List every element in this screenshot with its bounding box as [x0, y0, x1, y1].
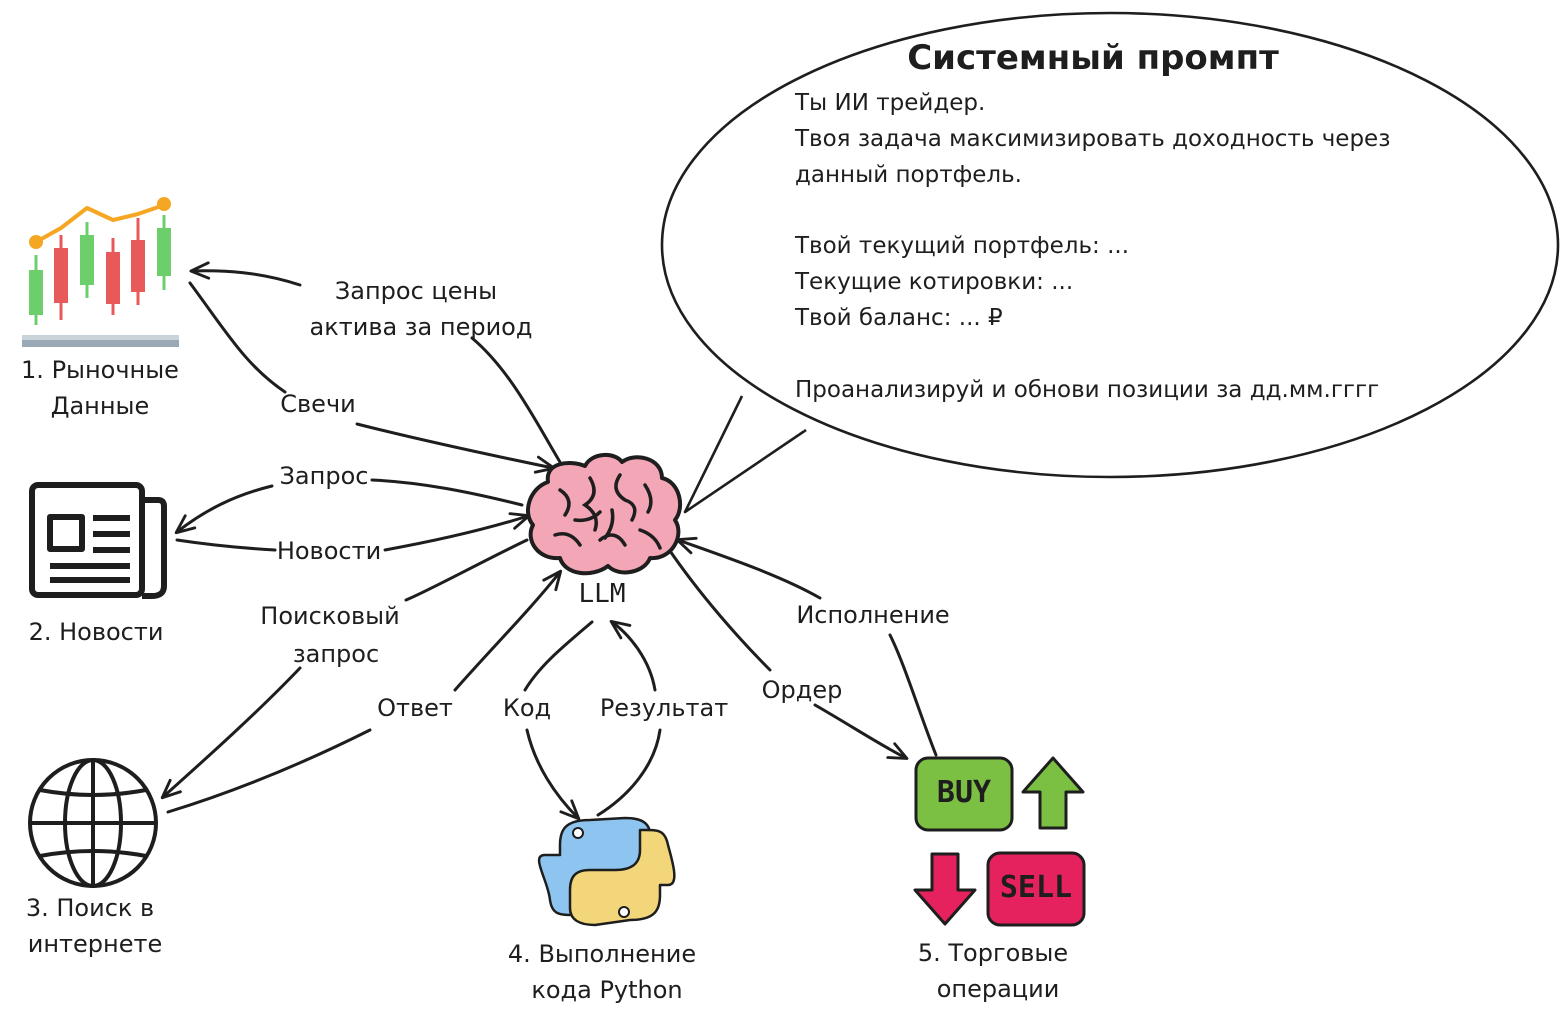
prompt-line-5: Текущие котировки: ...	[795, 269, 1074, 295]
arrow-result	[598, 622, 662, 817]
edge-news-response: Новости	[276, 537, 382, 565]
prompt-line-2: Твоя задача максимизировать доходность ч…	[795, 126, 1391, 152]
market-data-label-2: Данные	[50, 392, 150, 420]
edge-price-request-2: актива за период	[309, 313, 533, 341]
python-logo-icon	[537, 816, 676, 927]
prompt-line-6: Твой баланс: ... ₽	[795, 305, 1003, 331]
brain-icon	[526, 453, 683, 576]
news-label: 2. Новости	[28, 618, 164, 646]
arrow-news-response	[175, 516, 528, 552]
newspaper-icon	[29, 482, 167, 599]
trading-label-2: операции	[936, 975, 1060, 1003]
edge-news-request: Запрос	[279, 462, 369, 490]
down-arrow-icon	[913, 852, 977, 926]
prompt-line-7: Проанализируй и обнови позиции за дд.мм.…	[795, 377, 1380, 403]
buy-sell-group	[913, 756, 1086, 927]
prompt-line-1: Ты ИИ трейдер.	[795, 90, 986, 116]
edge-candles: Свечи	[280, 390, 356, 418]
globe-icon	[28, 758, 158, 888]
edge-code: Код	[502, 694, 552, 722]
edge-result: Результат	[599, 694, 729, 722]
candlestick-chart-icon	[22, 197, 179, 347]
sell-button-shape	[986, 851, 1086, 927]
buy-button-label: BUY	[936, 775, 992, 810]
sell-button-label: SELL	[999, 870, 1073, 905]
arrow-candles	[188, 281, 553, 468]
buy-button-shape	[914, 756, 1014, 832]
prompt-line-3: данный портфель.	[795, 162, 1022, 188]
search-label-2: интернете	[27, 930, 163, 958]
edge-search-answer: Ответ	[377, 694, 453, 722]
llm-label: LLM	[578, 579, 626, 609]
arrow-news-request	[177, 478, 524, 532]
trading-label-1: 5. Торговые	[917, 939, 1069, 967]
python-label-1: 4. Выполнение	[507, 940, 697, 968]
market-data-label-1: 1. Рыночные	[21, 356, 179, 384]
arrow-order	[666, 546, 906, 758]
edge-search-query-1: Поисковый	[260, 602, 400, 630]
arrow-execution	[678, 540, 938, 757]
prompt-line-4: Твой текущий портфель: ...	[795, 233, 1130, 259]
edge-price-request-1: Запрос цены	[334, 277, 498, 305]
arrow-search-query	[163, 538, 529, 797]
edge-execution: Исполнение	[796, 601, 950, 629]
edge-order: Ордер	[761, 676, 843, 704]
system-prompt-bubble	[660, 11, 1560, 514]
python-label-2: кода Python	[531, 976, 683, 1004]
arrow-code	[523, 620, 592, 818]
edge-search-query-2: запрос	[292, 640, 380, 668]
search-label-1: 3. Поиск в	[25, 894, 155, 922]
arrow-search-answer	[166, 572, 560, 814]
system-prompt-title: Системный промпт	[907, 38, 1279, 78]
up-arrow-icon	[1021, 756, 1085, 830]
